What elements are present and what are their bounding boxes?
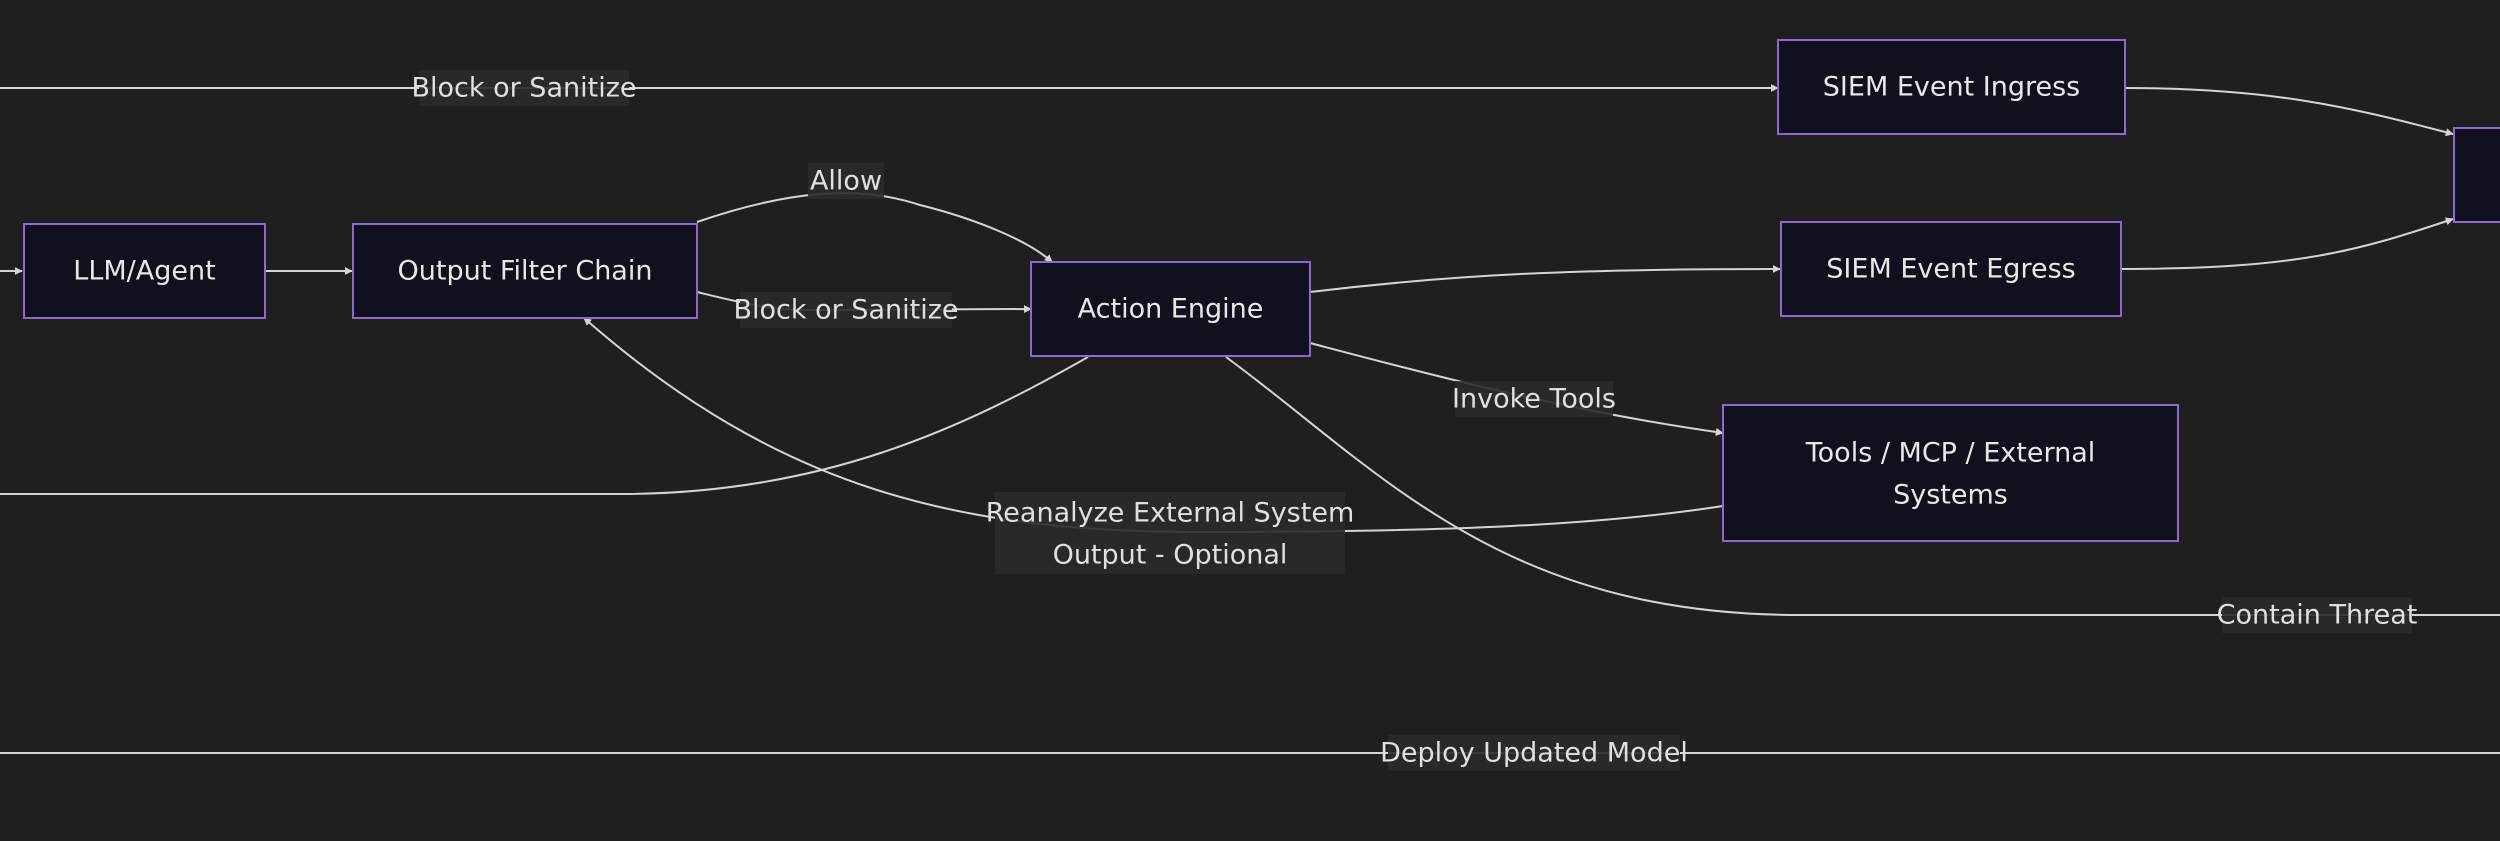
node-offscreen-right[interactable] (2453, 127, 2500, 223)
node-offscreen-right-box (2453, 127, 2500, 223)
node-llm-agent[interactable]: LLM/Agent (23, 223, 266, 319)
svg-text:Deploy Updated Model: Deploy Updated Model (1380, 738, 1688, 769)
edge-label-block-sanitize-top: Block or Sanitize (412, 70, 637, 106)
node-siem-event-egress[interactable]: SIEM Event Egress (1780, 221, 2122, 317)
edge-output-filter-allow-to-action (696, 192, 1053, 263)
node-tools-external-systems[interactable]: Tools / MCP / External Systems (1722, 404, 2179, 542)
edge-action-to-left (0, 356, 1089, 495)
node-tools-external-systems-label-line2: Systems (1893, 480, 2008, 511)
node-siem-event-ingress-label: SIEM Event Ingress (1823, 72, 2080, 103)
edge-siem-ingress-to-right (2123, 87, 2454, 137)
node-output-filter-chain[interactable]: Output Filter Chain (352, 223, 698, 319)
edge-label-invoke-tools: Invoke Tools (1452, 381, 1616, 417)
edge-action-contain-threat (1225, 356, 2500, 616)
edge-label-reanalyze: Reanalyze External System Output - Optio… (986, 492, 1355, 574)
node-tools-external-systems-label-line1: Tools / MCP / External (1805, 438, 2096, 469)
svg-text:Block or Sanitize: Block or Sanitize (734, 295, 959, 326)
node-siem-event-ingress-box (1777, 39, 2126, 135)
node-llm-agent-box (23, 223, 266, 319)
svg-text:Reanalyze External System: Reanalyze External System (986, 498, 1355, 529)
node-action-engine-box (1030, 261, 1311, 357)
svg-text:Allow: Allow (810, 166, 882, 197)
edge-label-contain-threat: Contain Threat (2217, 597, 2418, 633)
edge-action-to-siem-egress (1309, 265, 1781, 293)
node-output-filter-chain-label: Output Filter Chain (398, 256, 653, 287)
edge-label-deploy-updated-model: Deploy Updated Model (1380, 735, 1688, 771)
node-llm-agent-label: LLM/Agent (73, 256, 215, 287)
svg-text:Block or Sanitize: Block or Sanitize (412, 73, 637, 104)
edge-label-block-sanitize-mid: Block or Sanitize (734, 292, 959, 328)
edge-label-allow: Allow (808, 163, 884, 199)
node-action-engine[interactable]: Action Engine (1030, 261, 1311, 357)
node-output-filter-chain-box (352, 223, 698, 319)
edge-siem-egress-to-right (2120, 217, 2454, 270)
node-siem-event-ingress[interactable]: SIEM Event Ingress (1777, 39, 2126, 135)
node-siem-event-egress-label: SIEM Event Egress (1826, 254, 2075, 285)
svg-text:Invoke Tools: Invoke Tools (1452, 384, 1616, 415)
node-siem-event-egress-box (1780, 221, 2122, 317)
svg-text:Contain Threat: Contain Threat (2217, 600, 2418, 631)
svg-text:Output - Optional: Output - Optional (1053, 540, 1288, 571)
node-tools-external-systems-box (1722, 404, 2179, 542)
node-action-engine-label: Action Engine (1078, 294, 1264, 325)
